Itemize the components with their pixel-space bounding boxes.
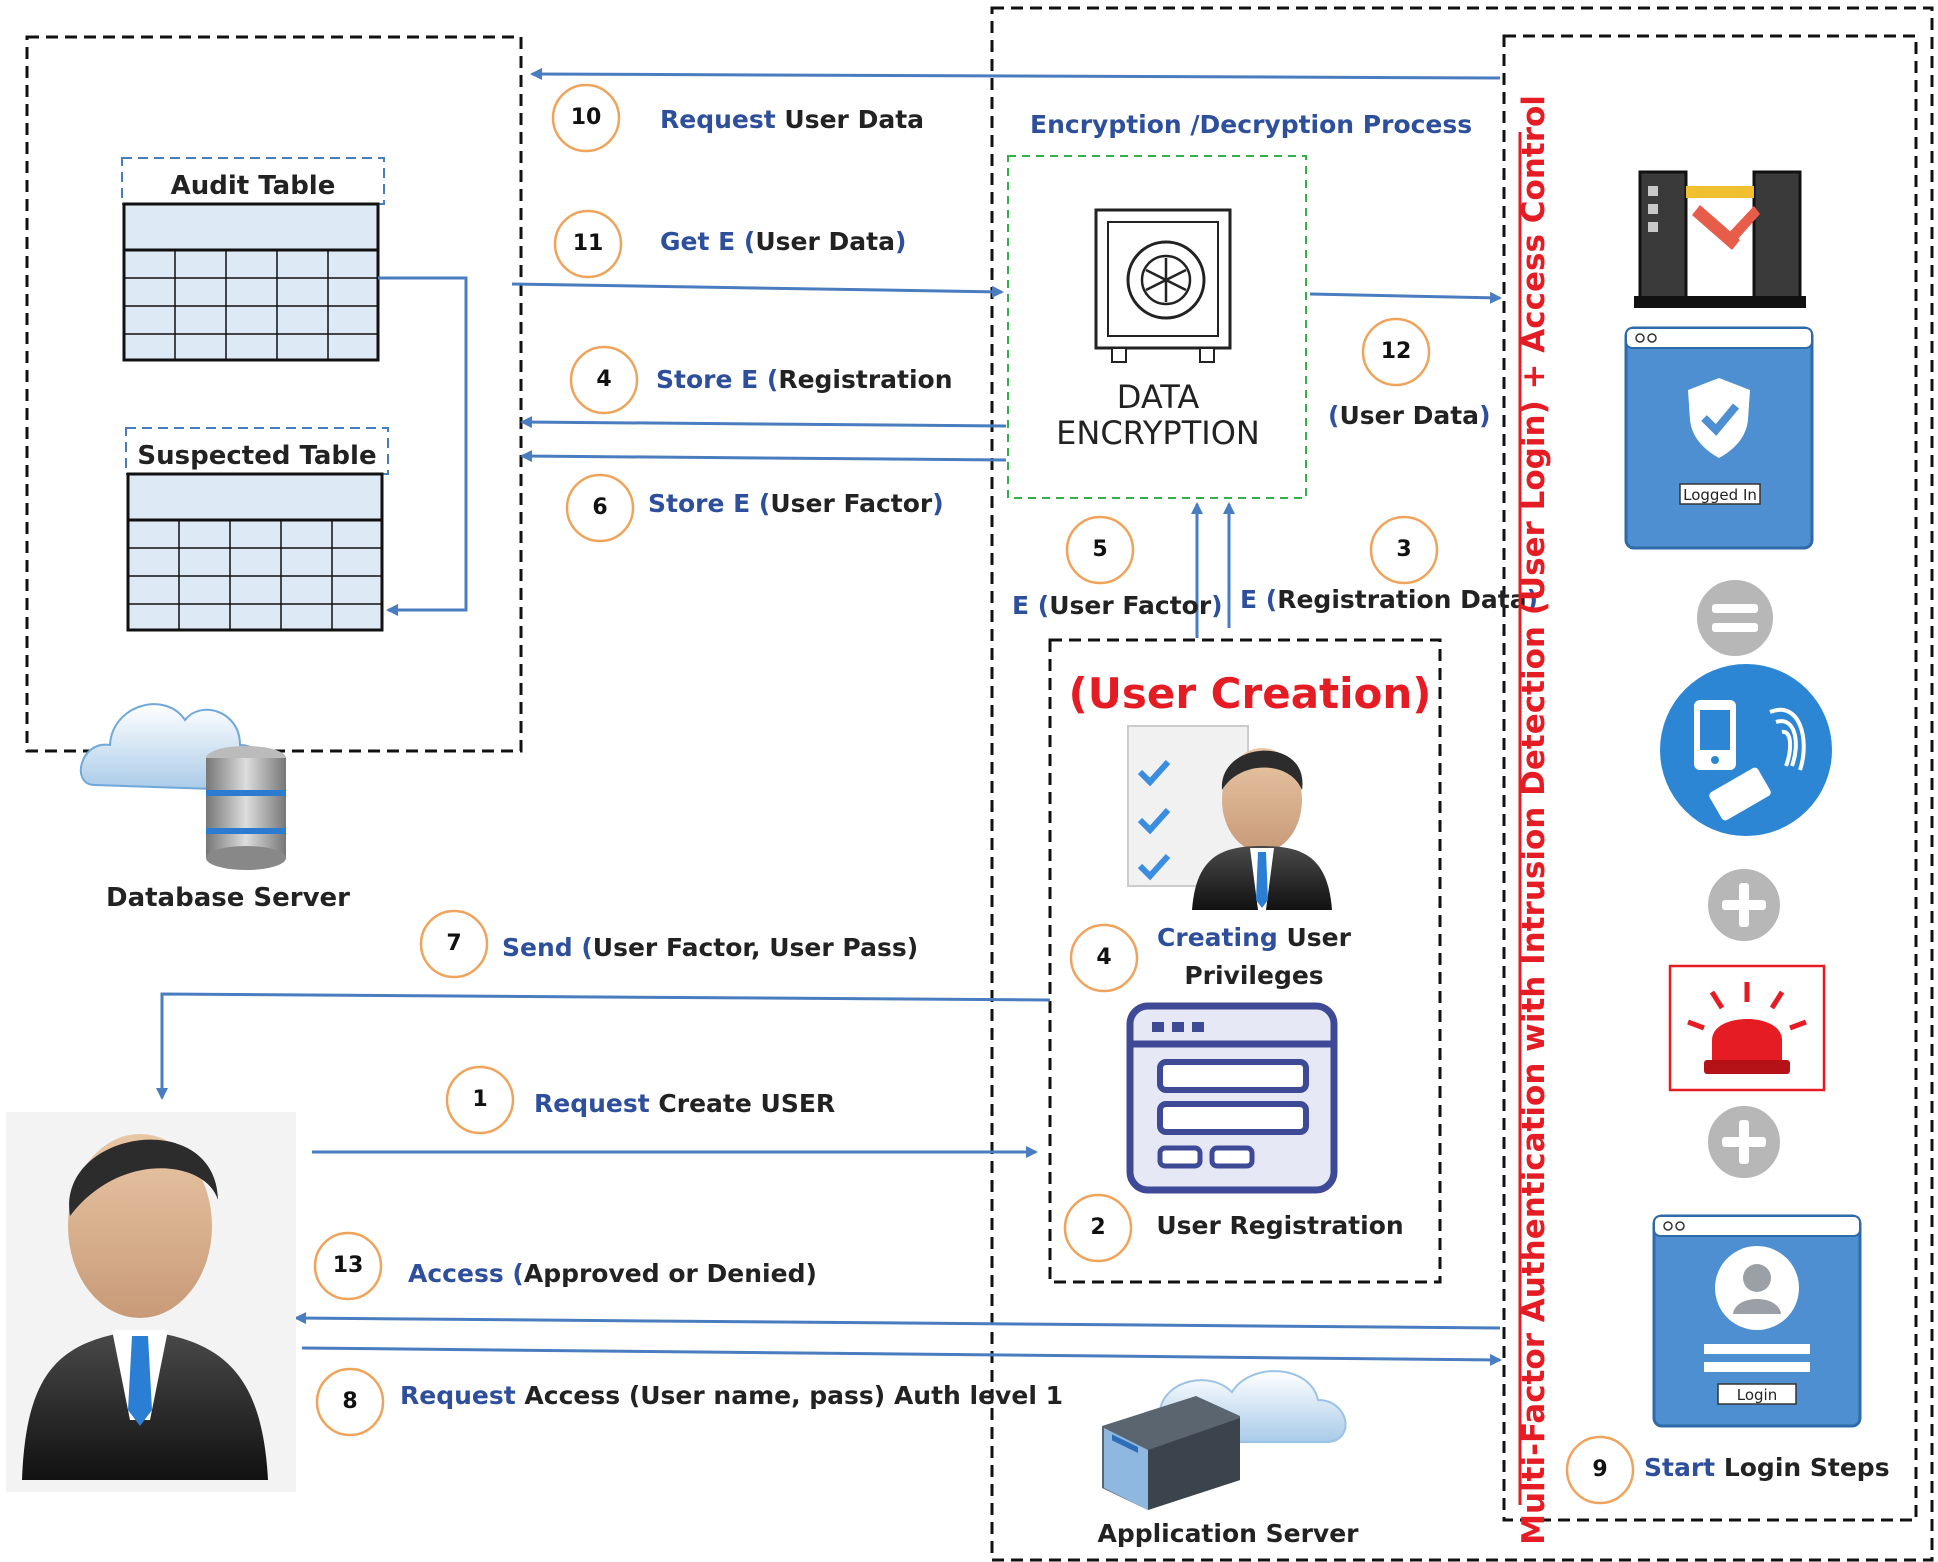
database-cloud-icon: [79, 703, 286, 870]
svg-text:4: 4: [1096, 945, 1111, 970]
svg-text:Send (User Factor, User Pass): Send (User Factor, User Pass): [502, 933, 918, 962]
user-creation-title: (User Creation): [1069, 669, 1432, 718]
arrow-11-get-e-user-data: [511, 282, 1004, 298]
equals-icon: [1693, 576, 1777, 660]
svg-text:11: 11: [573, 231, 604, 256]
checklist-user-icon: [1127, 725, 1332, 910]
svg-text:Get E (User Data): Get E (User Data): [660, 227, 906, 256]
arrow-10-request-user-data: [530, 68, 1501, 81]
logged-in-window-icon: Logged In: [1624, 326, 1814, 550]
arrow-4-store-e-registration: [520, 416, 1007, 429]
svg-text:E (User Factor): E (User Factor): [1012, 591, 1223, 620]
plus-icon-2: [1704, 1102, 1784, 1182]
step-12: 12 (User Data): [1328, 317, 1491, 430]
svg-text:8: 8: [342, 1389, 357, 1414]
step-6: 6 Store E (User Factor): [565, 473, 944, 543]
creating-privileges-line1: Creating User: [1157, 923, 1352, 952]
svg-text:Request Access (User name, pas: Request Access (User name, pass) Auth le…: [400, 1381, 1063, 1410]
step-11: 11 Get E (User Data): [553, 209, 906, 279]
server-cloud-icon: [1102, 1370, 1347, 1510]
creating-privileges-line2: Privileges: [1184, 961, 1323, 990]
svg-text:1: 1: [472, 1087, 487, 1112]
logged-in-label: Logged In: [1683, 486, 1757, 504]
svg-text:13: 13: [333, 1253, 364, 1278]
step-10: 10 Request User Data: [551, 83, 924, 153]
mfa-vertical-label: Multi-Factor Authentication with Intrusi…: [1516, 95, 1552, 1545]
arrow-8-request-access: [301, 1346, 1502, 1366]
svg-text:E (Registration Data): E (Registration Data): [1240, 585, 1538, 614]
encryption-process-box: [1007, 155, 1307, 499]
mfa-panel-container: [1502, 34, 1918, 1522]
svg-text:9: 9: [1592, 1457, 1607, 1482]
user-registration-label: User Registration: [1156, 1211, 1403, 1240]
plus-icon: [1704, 865, 1784, 945]
svg-text:10: 10: [571, 105, 602, 130]
step-4-privileges: 4: [1069, 923, 1139, 993]
svg-text:12: 12: [1381, 339, 1412, 364]
application-server-container: [990, 6, 1934, 1562]
arrow-6-store-e-user-factor: [520, 450, 1007, 463]
user-avatar-icon: [6, 1112, 296, 1492]
step-2: 2: [1063, 1193, 1133, 1263]
login-label: Login: [1737, 1386, 1777, 1404]
encryption-box-line2: ENCRYPTION: [1056, 414, 1260, 452]
svg-text:Store E (User Factor): Store E (User Factor): [648, 489, 944, 518]
user-creation-container: [1048, 638, 1442, 1284]
database-server-container: [25, 35, 523, 753]
step-9: 9: [1565, 1435, 1635, 1505]
svg-text:Access (Approved or Denied): Access (Approved or Denied): [408, 1259, 817, 1288]
form-window-icon: [1126, 1002, 1338, 1194]
svg-text:3: 3: [1396, 537, 1411, 562]
encryption-process-title: Encryption /Decryption Process: [1030, 110, 1472, 139]
shield-check-icon: [1688, 378, 1750, 458]
arrow-13-access-result: [294, 1312, 1501, 1330]
safe-icon: [1094, 208, 1232, 363]
suspected-table: Suspected Table: [125, 427, 389, 632]
step-3: 3 E (Registration Data): [1240, 515, 1538, 614]
svg-text:4: 4: [596, 367, 611, 392]
step-5: 5 E (User Factor): [1012, 515, 1223, 620]
svg-text:7: 7: [446, 931, 461, 956]
svg-text:Request User Data: Request User Data: [660, 105, 924, 134]
svg-text:Request Create USER: Request Create USER: [534, 1089, 835, 1118]
step-8: 8 Request Access (User name, pass) Auth …: [315, 1367, 1063, 1437]
audit-table: Audit Table: [121, 157, 385, 362]
svg-text:(User Data): (User Data): [1328, 401, 1491, 430]
arrow-12-user-data: [1309, 291, 1502, 304]
suspected-table-label: Suspected Table: [137, 441, 376, 471]
alarm-light-icon: [1668, 964, 1826, 1092]
audit-to-suspected-arrow: [378, 276, 468, 616]
login-window-icon: Login: [1652, 1214, 1862, 1428]
audit-table-label: Audit Table: [171, 171, 336, 201]
step-1: 1 Request Create USER: [445, 1065, 835, 1135]
step-4-store: 4 Store E (Registration: [569, 345, 953, 415]
step-13: 13 Access (Approved or Denied): [313, 1231, 817, 1301]
svg-text:5: 5: [1092, 537, 1107, 562]
svg-text:6: 6: [592, 495, 607, 520]
auth-factors-icon: [1660, 664, 1832, 836]
start-login-steps-label: Start Login Steps: [1644, 1453, 1890, 1482]
svg-text:2: 2: [1090, 1215, 1105, 1240]
step-7: 7 Send (User Factor, User Pass): [419, 909, 918, 979]
database-server-label: Database Server: [106, 883, 350, 913]
arrow-7-send-user-factor: [156, 992, 1051, 1100]
svg-text:Store E (Registration: Store E (Registration: [656, 365, 953, 394]
application-server-label: Application Server: [1097, 1519, 1359, 1548]
encryption-box-line1: DATA: [1117, 378, 1200, 416]
turnstile-icon: [1634, 170, 1806, 308]
